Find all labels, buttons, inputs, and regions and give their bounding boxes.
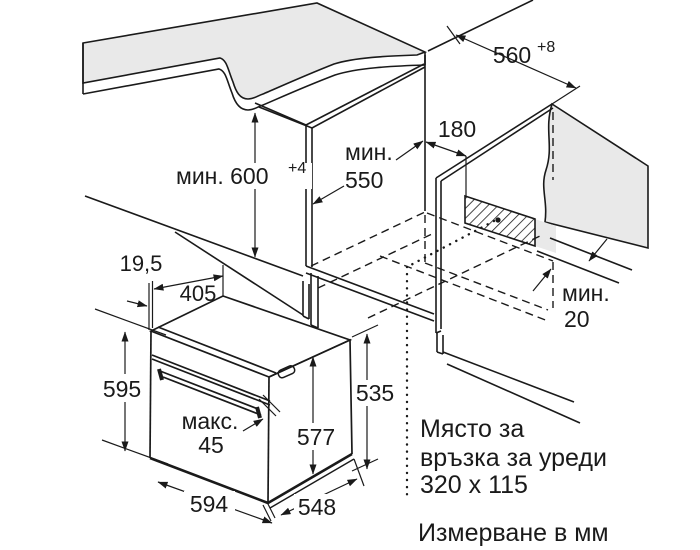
notes-block: Място за връзка за уреди 320 x 115 Измер… [418,415,609,547]
dim-rear-gap-lines [532,238,608,292]
dimension-labels: 560 +8 мин. 600 +4 180 мин. 550 мин. 20 … [103,39,610,520]
dim-handle-depth-value: 45 [198,432,224,458]
dim-body-depth-value: 548 [298,494,336,520]
dim-worktop-height-label: мин. 600 [176,163,269,189]
dim-niche-width-tol: +8 [537,39,555,56]
dim-conn-offset-lines [425,141,467,196]
countertop [82,0,534,111]
dim-front-overhang-lines [126,281,154,330]
dim-oven-height-value: 595 [103,376,141,402]
dim-worktop-height-tol: +4 [288,160,306,177]
hidden-edges [310,112,554,322]
dim-oven-width-value: 594 [190,491,229,517]
floor-lines [84,195,304,316]
connection-point-dot [495,217,501,223]
dim-niche-width-lines [446,25,581,105]
dim-niche-depth-value: 550 [345,167,383,193]
niche-cabinet [254,55,435,329]
oven [148,295,355,509]
dim-handle-depth-label: макс. [182,408,239,434]
dim-niche-depth-label: мин. [345,139,393,165]
dim-front-overhang-value: 19,5 [120,251,163,276]
right-wall [435,102,649,424]
projection-dotted-line [405,219,496,499]
dim-rear-gap-label: мин. [562,280,610,306]
units-note: Измерване в мм [418,519,609,547]
dim-top-depth-lines [153,265,224,297]
connection-hatch [464,194,536,248]
dim-handle-depth-leader [242,418,264,432]
dim-top-depth-value: 405 [180,281,217,306]
connection-note-line3: 320 x 115 [420,471,528,499]
dim-rear-gap-value: 20 [564,306,590,332]
dim-niche-width-value: 560 [493,42,531,68]
connection-note-line2: връзка за уреди [420,444,607,472]
connection-note-line1: Място за [420,415,524,443]
dim-niche-depth-leaders [312,140,424,205]
oven-handle [157,368,281,419]
dim-conn-offset-value: 180 [438,116,476,142]
dim-rear-depth-value: 535 [356,380,394,406]
label-backgrounds [99,163,399,520]
side-grip-cutout [277,365,296,379]
dim-door-depth-value: 577 [297,424,335,450]
